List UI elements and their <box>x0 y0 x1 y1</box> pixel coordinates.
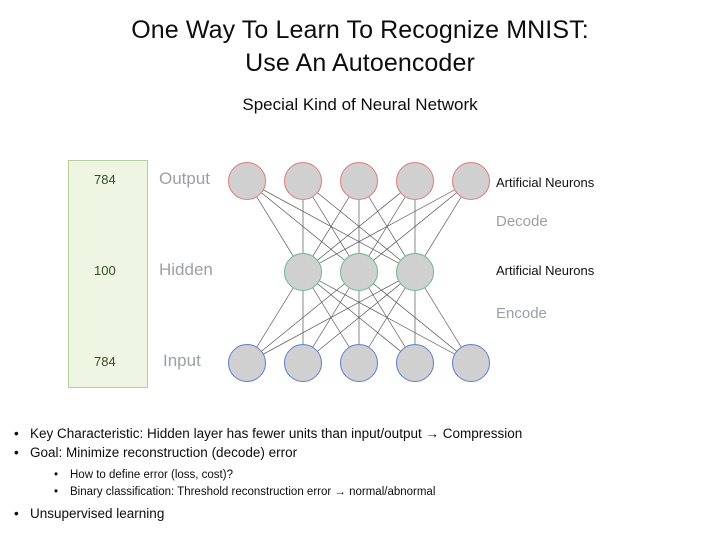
bullet-text: Goal: Minimize reconstruction (decode) e… <box>30 445 298 460</box>
bullet-item: • Binary classification: Threshold recon… <box>0 484 720 501</box>
node-hidden-1 <box>284 253 322 291</box>
bullet-text: Unsupervised learning <box>30 506 165 521</box>
layer-size-box <box>68 160 148 388</box>
bullet-item: • How to define error (loss, cost)? <box>0 467 720 484</box>
bullet-item: • Key Characteristic: Hidden layer has f… <box>0 424 720 443</box>
bullet-item: • Goal: Minimize reconstruction (decode)… <box>0 443 720 462</box>
node-input-5 <box>452 344 490 382</box>
title-block: One Way To Learn To Recognize MNIST: Use… <box>0 0 720 80</box>
node-output-3 <box>340 162 378 200</box>
page-title-line-1: One Way To Learn To Recognize MNIST: <box>131 16 589 44</box>
node-input-4 <box>396 344 434 382</box>
node-input-3 <box>340 344 378 382</box>
page-title-line-2: Use An Autoencoder <box>245 49 475 77</box>
decode-label: Decode <box>496 213 548 230</box>
node-input-1 <box>228 344 266 382</box>
node-output-1 <box>228 162 266 200</box>
count-input: 784 <box>94 354 116 369</box>
encode-label: Encode <box>496 305 547 322</box>
bullet-marker: • <box>54 469 59 481</box>
bullet-marker: • <box>14 506 19 521</box>
node-input-2 <box>284 344 322 382</box>
autoencoder-diagram: 784 100 784 Output Hidden Input Decode E… <box>0 150 720 400</box>
bullet-marker: • <box>54 486 59 498</box>
bullet-text: Binary classification: Threshold reconst… <box>70 486 436 498</box>
bullet-marker: • <box>14 426 19 441</box>
side-note-hidden: Artificial Neurons <box>496 263 595 278</box>
bullet-marker: • <box>14 445 19 460</box>
bullet-text: Key Characteristic: Hidden layer has few… <box>30 426 523 441</box>
side-note-output: Artificial Neurons <box>496 175 595 190</box>
node-output-2 <box>284 162 322 200</box>
node-hidden-3 <box>396 253 434 291</box>
count-output: 784 <box>94 172 116 187</box>
count-hidden: 100 <box>94 263 116 278</box>
bullet-text: How to define error (loss, cost)? <box>70 469 233 481</box>
layer-name-output: Output <box>159 169 211 188</box>
node-hidden-2 <box>340 253 378 291</box>
bullet-list: • Key Characteristic: Hidden layer has f… <box>0 424 720 523</box>
layer-name-input: Input <box>163 351 201 370</box>
node-output-5 <box>452 162 490 200</box>
layer-name-hidden: Hidden <box>159 260 213 279</box>
page-subtitle: Special Kind of Neural Network <box>242 95 478 114</box>
bullet-item: • Unsupervised learning <box>0 504 720 523</box>
node-output-4 <box>396 162 434 200</box>
